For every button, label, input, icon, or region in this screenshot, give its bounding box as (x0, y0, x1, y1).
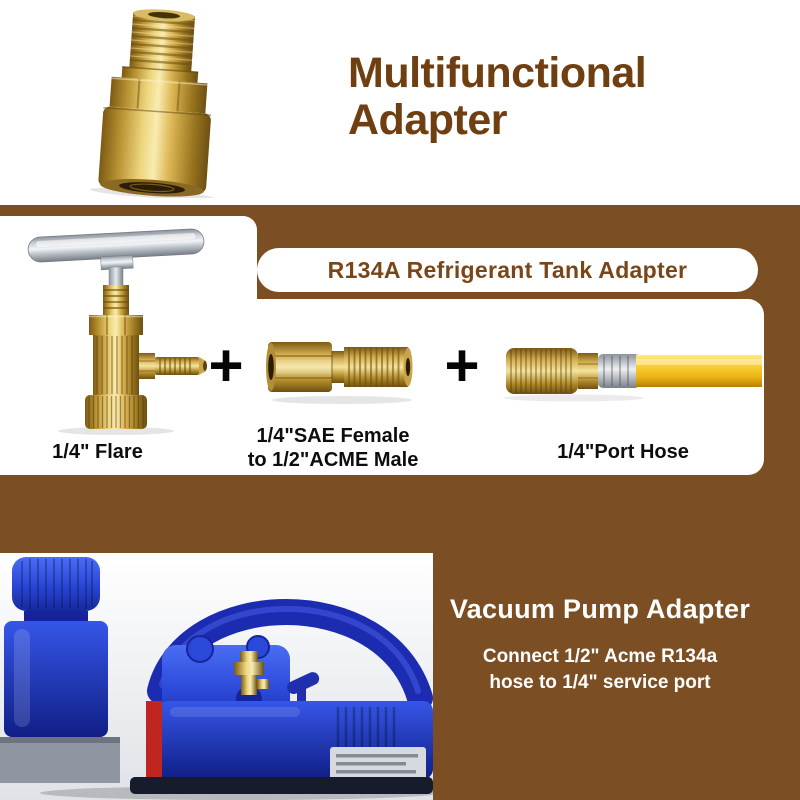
knurl-texture (510, 349, 572, 393)
flare-valve-photo (16, 219, 216, 435)
valve-side-port (139, 353, 207, 379)
port-hose-illustration (504, 348, 762, 402)
pump-base (130, 777, 433, 794)
port-hose-photo (504, 340, 762, 404)
vacuum-pump-photo (0, 553, 433, 800)
brass-adapter-body (89, 9, 214, 198)
tank-adapter-banner-text: R134A Refrigerant Tank Adapter (327, 256, 688, 283)
valve-t-handle (27, 228, 205, 271)
flare-valve-illustration (27, 228, 207, 435)
multifunctional-adapter-photo (52, 6, 264, 198)
sae-acme-adapter-photo (262, 330, 426, 406)
pump-desc-line1: Connect 1/2" Acme R134a (482, 646, 718, 667)
brass-adapter-illustration (89, 9, 214, 198)
pump-blue-knob (287, 672, 320, 694)
page-title-line1: Multifunctional (348, 49, 647, 97)
tank-adapter-banner: R134A Refrigerant Tank Adapter (257, 248, 758, 292)
plus-sign-2: + (444, 332, 480, 399)
plus-sign-1: + (208, 332, 244, 399)
red-stripe (146, 701, 162, 783)
sae-acme-label: 1/4"SAE Female to 1/2"ACME Male (228, 424, 438, 472)
pump-oil-cap (0, 557, 120, 783)
sae-acme-adapter-illustration (266, 342, 413, 404)
page-title: Multifunctional Adapter (348, 49, 647, 144)
pump-desc-line2: hose to 1/4" service port (489, 672, 711, 693)
sae-acme-label-line1: 1/4"SAE Female (256, 425, 410, 447)
flare-label: 1/4" Flare (52, 441, 143, 463)
vacuum-pump-adapter-description: Connect 1/2" Acme R134a hose to 1/4" ser… (442, 644, 758, 696)
vacuum-pump-adapter-title: Vacuum Pump Adapter (449, 594, 751, 624)
port-hose-label: 1/4"Port Hose (557, 441, 689, 463)
vacuum-pump-illustration (0, 553, 433, 800)
yellow-hose (636, 355, 762, 387)
sae-acme-label-line2: to 1/2"ACME Male (247, 449, 419, 471)
page-title-line2: Adapter (348, 96, 507, 144)
